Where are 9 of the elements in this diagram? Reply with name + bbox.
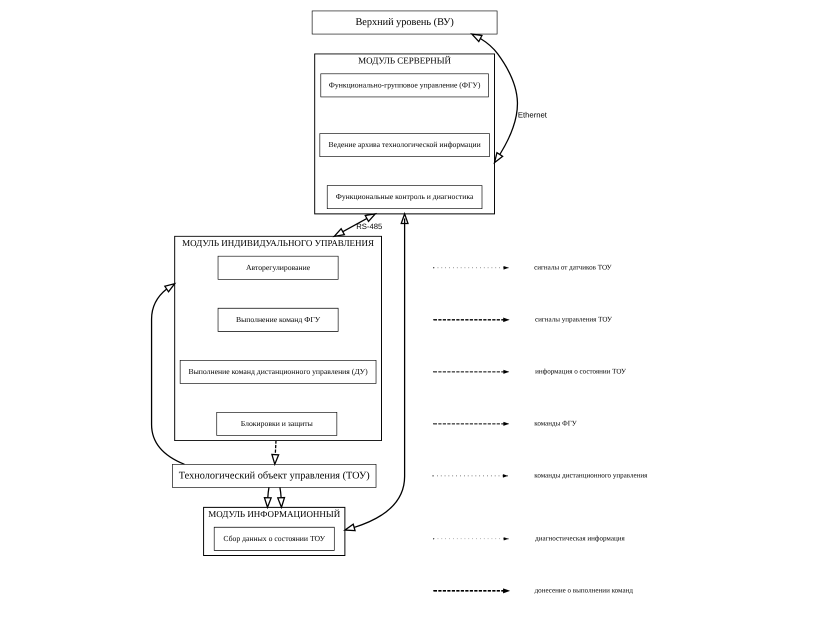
arrow [343,212,409,532]
arrow [150,282,185,465]
arrow [276,487,286,510]
node-box: Верхний уровень (ВУ) [312,10,498,34]
arrow [271,440,280,466]
arrow [332,212,378,238]
node-box: Технологический объект управления (ТОУ) [172,464,376,488]
arrow [470,33,518,164]
arrow [264,487,272,510]
